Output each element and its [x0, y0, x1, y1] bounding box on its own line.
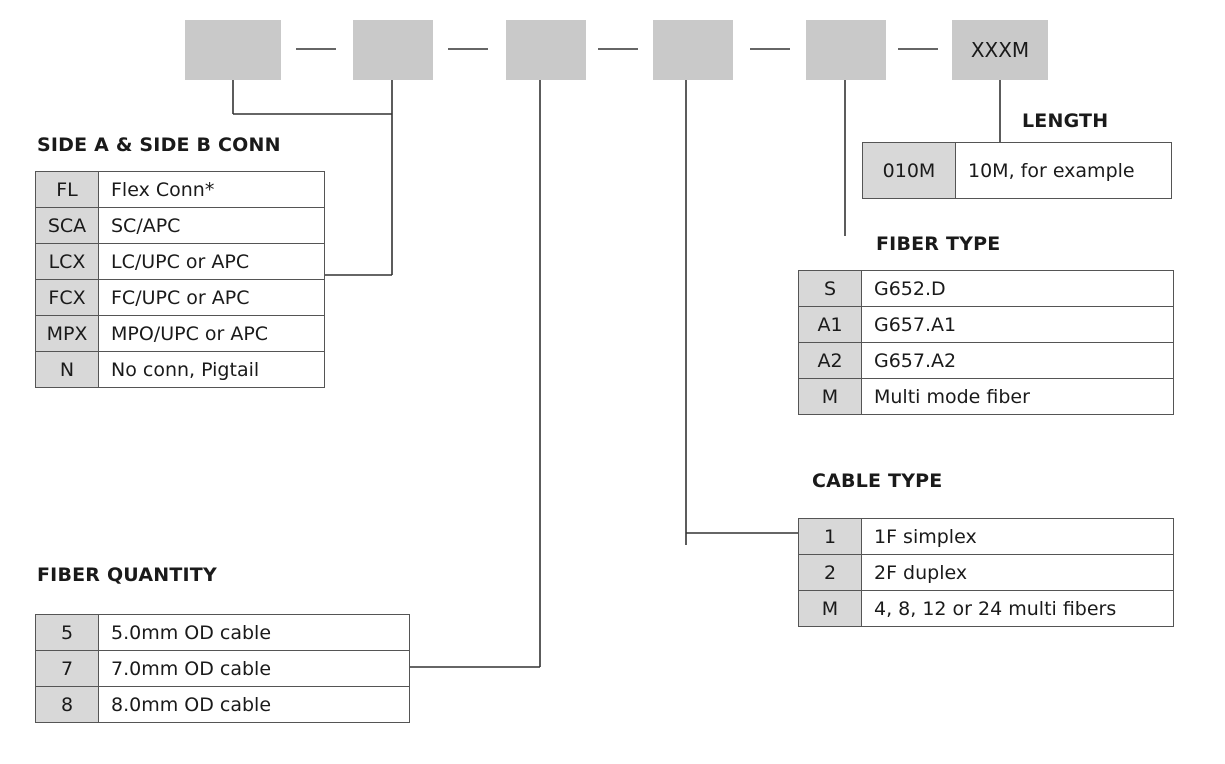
option-code: 7	[35, 650, 99, 687]
fiber-quantity-code-box	[506, 20, 586, 80]
option-description: G657.A2	[861, 342, 1174, 379]
option-description: Flex Conn*	[98, 171, 325, 208]
fiber-type-code-box	[806, 20, 886, 80]
option-code: A2	[798, 342, 862, 379]
option-description: SC/APC	[98, 207, 325, 244]
option-description: 2F duplex	[861, 554, 1174, 591]
side-a-code-box	[185, 20, 281, 80]
option-description: 10M, for example	[955, 142, 1172, 199]
cable-type-title: CABLE TYPE	[812, 470, 943, 492]
option-code: S	[798, 270, 862, 307]
side-b-code-box	[353, 20, 433, 80]
length-title: LENGTH	[1022, 110, 1109, 132]
option-description: Multi mode fiber	[861, 378, 1174, 415]
fiber-type-title: FIBER TYPE	[876, 233, 1001, 255]
cable-type-code-box	[653, 20, 733, 80]
fiber-quantity-title: FIBER QUANTITY	[37, 564, 217, 586]
option-description: 1F simplex	[861, 518, 1174, 555]
option-code: 2	[798, 554, 862, 591]
option-description: MPO/UPC or APC	[98, 315, 325, 352]
option-description: No conn, Pigtail	[98, 351, 325, 388]
option-code: N	[35, 351, 99, 388]
option-description: G657.A1	[861, 306, 1174, 343]
option-description: 7.0mm OD cable	[98, 650, 410, 687]
option-code: FL	[35, 171, 99, 208]
option-code: 010M	[862, 142, 956, 199]
option-code: M	[798, 590, 862, 627]
length-code-box: XXXM	[952, 20, 1048, 80]
option-code: A1	[798, 306, 862, 343]
option-code: 8	[35, 686, 99, 723]
option-code: 1	[798, 518, 862, 555]
option-code: LCX	[35, 243, 99, 280]
option-code: SCA	[35, 207, 99, 244]
option-description: LC/UPC or APC	[98, 243, 325, 280]
option-code: MPX	[35, 315, 99, 352]
option-description: 5.0mm OD cable	[98, 614, 410, 651]
option-description: 8.0mm OD cable	[98, 686, 410, 723]
option-code: FCX	[35, 279, 99, 316]
option-description: 4, 8, 12 or 24 multi fibers	[861, 590, 1174, 627]
side-conn-title: SIDE A & SIDE B CONN	[37, 134, 281, 156]
option-code: 5	[35, 614, 99, 651]
option-description: G652.D	[861, 270, 1174, 307]
option-description: FC/UPC or APC	[98, 279, 325, 316]
option-code: M	[798, 378, 862, 415]
